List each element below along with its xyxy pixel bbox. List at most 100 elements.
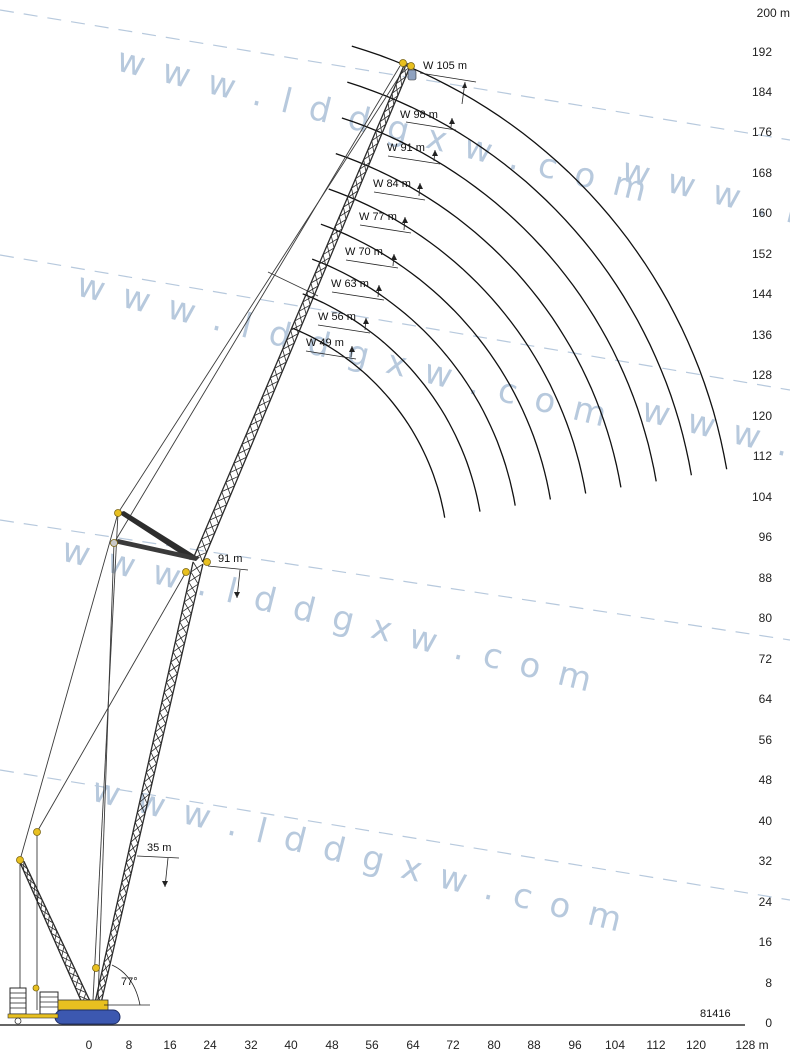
strut-upper bbox=[118, 511, 196, 560]
main-boom-lacing bbox=[132, 823, 143, 833]
x-tick-label: 64 bbox=[406, 1038, 420, 1050]
x-tick-label: 96 bbox=[568, 1038, 582, 1050]
main-boom-lacing bbox=[143, 773, 155, 783]
svg-text:W 105 m: W 105 m bbox=[423, 60, 467, 72]
superstructure bbox=[57, 999, 109, 1011]
luffing-jib-lacing bbox=[274, 361, 287, 369]
luffing-jib-lacing bbox=[266, 380, 279, 388]
x-tick-label: 40 bbox=[284, 1038, 298, 1050]
luffing-jib-lacing bbox=[286, 333, 299, 341]
main-boom-lacing bbox=[141, 783, 153, 793]
jib-label-84: W 84 m bbox=[373, 178, 426, 201]
luffing-jib-lacing bbox=[254, 409, 267, 417]
jib-arc-63 bbox=[311, 258, 516, 506]
luffing-jib-lacing bbox=[290, 323, 303, 331]
svg-text:W 98 m: W 98 m bbox=[400, 109, 438, 121]
main-boom-lacing bbox=[128, 843, 139, 853]
svg-text:W 77 m: W 77 m bbox=[359, 211, 397, 223]
y-tick-label: 136 bbox=[752, 328, 772, 342]
jib-arc-84 bbox=[335, 152, 622, 488]
main-boom-chord bbox=[94, 561, 194, 1003]
main-boom-lacing bbox=[148, 753, 160, 763]
y-tick-label: 192 bbox=[752, 45, 772, 59]
derrick-mast-lacing bbox=[30, 876, 32, 887]
svg-text:77°: 77° bbox=[121, 976, 138, 988]
main-boom-lacing bbox=[123, 863, 134, 873]
main-boom bbox=[94, 561, 204, 1004]
main-boom-chord bbox=[100, 563, 204, 1004]
luffing-jib-lacing bbox=[355, 171, 367, 179]
main-boom-lacing bbox=[186, 583, 199, 593]
main-boom-lacing bbox=[190, 563, 204, 573]
main-boom-lacing bbox=[137, 803, 148, 813]
jib-label-49: W 49 m bbox=[305, 337, 357, 360]
cable bbox=[97, 542, 115, 1001]
svg-text:W 84 m: W 84 m bbox=[373, 178, 411, 190]
main-boom-lacing bbox=[121, 873, 132, 883]
luffing-jib-lacing bbox=[383, 104, 395, 113]
luffing-jib-lacing bbox=[335, 219, 347, 227]
jib-label-98: W 98 m bbox=[400, 109, 457, 131]
y-tick-label: 40 bbox=[759, 814, 773, 828]
y-tick-label: 152 bbox=[752, 247, 772, 261]
pivot-node bbox=[110, 539, 118, 547]
luffing-jib-lacing bbox=[391, 85, 403, 94]
main-boom-lacing bbox=[172, 643, 185, 653]
boom-angle-indicator: 77° bbox=[104, 964, 150, 1006]
jib-arc-56 bbox=[302, 293, 481, 512]
jib-arc-49 bbox=[292, 327, 446, 518]
main-boom-lacing bbox=[166, 673, 178, 683]
svg-text:W 49 m: W 49 m bbox=[306, 337, 344, 349]
x-tick-label: 80 bbox=[487, 1038, 501, 1050]
x-tick-label: 104 bbox=[605, 1038, 625, 1050]
luffing-jib-lacing bbox=[306, 285, 319, 293]
y-tick-label: 112 bbox=[753, 449, 772, 463]
jib-arc-98 bbox=[347, 81, 693, 476]
x-tick-label: 120 bbox=[686, 1038, 706, 1050]
derrick-mast-lacing bbox=[54, 930, 58, 942]
main-boom-lacing bbox=[119, 883, 130, 893]
y-tick-label: 200 m bbox=[757, 6, 790, 20]
derrick-mast-lacing bbox=[40, 899, 43, 910]
main-boom-lacing bbox=[159, 703, 171, 713]
luffing-jib-lacing bbox=[302, 295, 315, 303]
counterweight-stack bbox=[9, 987, 27, 1015]
derrick-mast-lacing bbox=[50, 922, 54, 934]
main-boom-length-label: 91 m bbox=[207, 553, 249, 599]
luffing-jib-lacing bbox=[278, 352, 291, 360]
jib-struts bbox=[114, 511, 200, 561]
cable bbox=[92, 512, 119, 1001]
drawing-code: 81416 bbox=[700, 1008, 731, 1020]
jib-arcs bbox=[292, 45, 728, 518]
x-tick-label: 48 bbox=[325, 1038, 339, 1050]
luffing-jib-lacing bbox=[201, 533, 215, 540]
x-tick-label: 24 bbox=[203, 1038, 217, 1050]
main-boom-lacing bbox=[112, 913, 123, 923]
luffing-jib-lacing bbox=[205, 523, 219, 530]
main-boom-lacing bbox=[97, 983, 106, 993]
main-boom-lacing bbox=[103, 953, 113, 963]
y-tick-label: 32 bbox=[759, 854, 773, 868]
svg-text:W 91 m: W 91 m bbox=[387, 142, 425, 154]
y-tick-label: 176 bbox=[752, 125, 772, 139]
y-tick-label: 144 bbox=[752, 287, 772, 301]
derrick-mast bbox=[19, 860, 91, 1004]
svg-text:W 56 m: W 56 m bbox=[318, 311, 356, 323]
main-boom-lacing bbox=[130, 833, 141, 843]
jib-length-labels: W 105 m W 98 m W 91 m W 84 m W 77 m bbox=[305, 60, 477, 360]
svg-text:W 63 m: W 63 m bbox=[331, 278, 369, 290]
y-tick-label: 168 bbox=[752, 166, 772, 180]
main-boom-lacing bbox=[108, 933, 118, 943]
y-tick-label: 8 bbox=[765, 976, 772, 990]
luffing-jib-lacing bbox=[339, 209, 351, 217]
watermark-text-2: w w w . l d d g x w . c o m bbox=[73, 265, 615, 436]
main-boom-lacing bbox=[152, 733, 164, 743]
svg-text:W 70 m: W 70 m bbox=[345, 246, 383, 258]
jib-arc-70 bbox=[320, 223, 552, 500]
luffing-jib-lacing bbox=[351, 181, 363, 189]
counterweight-tray bbox=[7, 1013, 59, 1019]
x-tick-label: 72 bbox=[446, 1038, 460, 1050]
main-boom-lacing bbox=[139, 793, 150, 803]
luffing-jib-lacing bbox=[363, 152, 375, 161]
